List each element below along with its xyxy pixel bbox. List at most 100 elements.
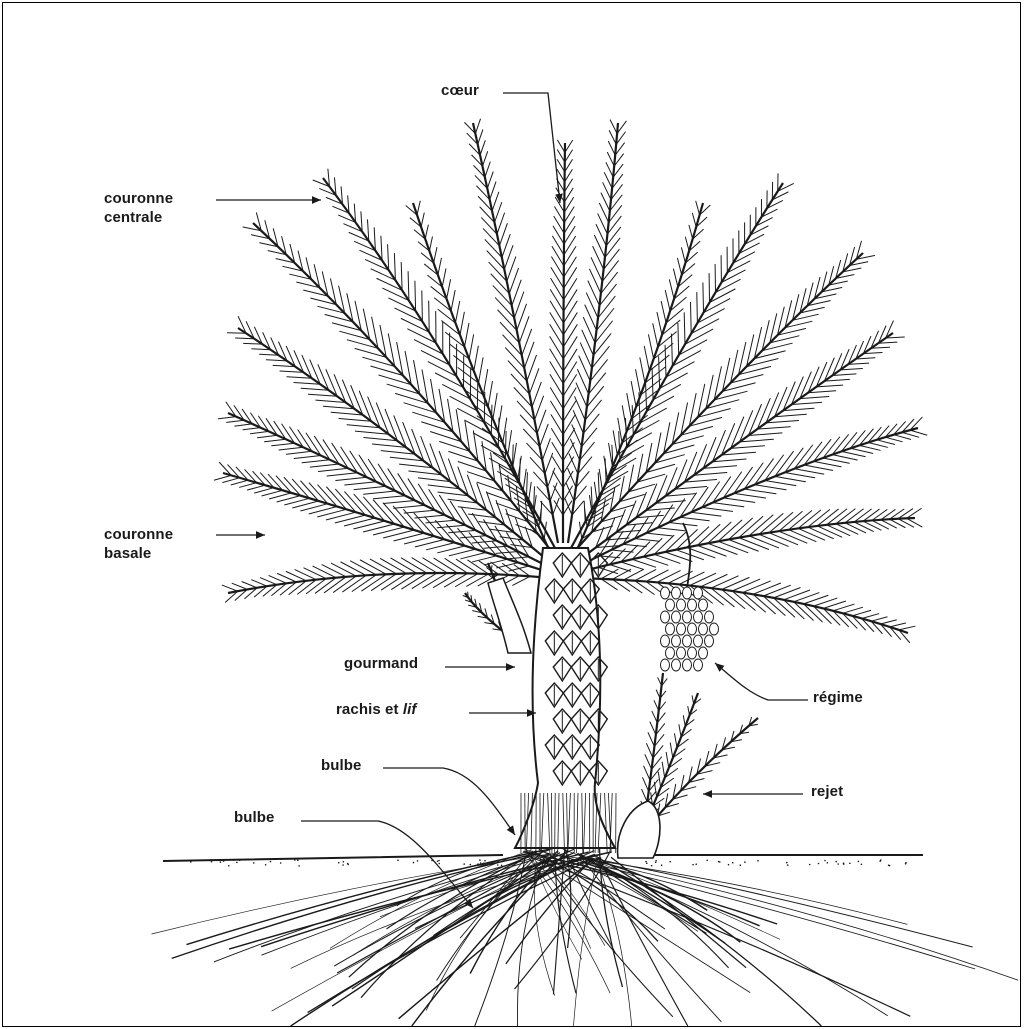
pinna bbox=[425, 225, 428, 239]
date-fruit bbox=[672, 587, 681, 599]
pinna bbox=[697, 545, 726, 556]
date-fruit bbox=[661, 635, 670, 647]
pinna bbox=[881, 620, 897, 624]
pinna bbox=[423, 558, 447, 573]
pinna bbox=[304, 568, 326, 579]
soil-speck bbox=[338, 862, 340, 864]
pinna bbox=[244, 343, 263, 344]
pinna bbox=[429, 301, 430, 332]
soil-speck bbox=[501, 865, 503, 867]
pinna bbox=[262, 490, 283, 496]
soil-speck bbox=[732, 862, 734, 864]
pinna bbox=[684, 313, 685, 345]
pinna bbox=[468, 592, 469, 598]
soil-speck bbox=[787, 864, 789, 866]
pinna bbox=[692, 213, 696, 227]
pinna bbox=[563, 362, 576, 384]
pinna bbox=[563, 471, 573, 487]
date-fruit bbox=[672, 635, 681, 647]
date-fruit bbox=[666, 599, 675, 611]
pinna bbox=[868, 443, 887, 448]
pinna bbox=[558, 140, 565, 152]
pinna bbox=[744, 489, 776, 494]
pinna bbox=[565, 498, 572, 515]
pinna bbox=[654, 782, 656, 797]
pinna bbox=[232, 583, 247, 589]
pinna bbox=[421, 213, 424, 227]
pinna bbox=[564, 268, 577, 289]
soil-speck bbox=[437, 861, 439, 863]
pinna bbox=[456, 574, 479, 587]
date-fruit bbox=[672, 659, 681, 671]
pinna bbox=[236, 338, 255, 339]
pinna bbox=[608, 141, 615, 155]
pinna bbox=[739, 538, 769, 550]
pinna bbox=[649, 335, 654, 359]
label-bulbe-lower: bulbe bbox=[234, 808, 275, 827]
pinna bbox=[657, 312, 662, 335]
soil-speck bbox=[228, 865, 230, 867]
pinna bbox=[703, 283, 704, 313]
soil-speck bbox=[438, 860, 440, 862]
soil-speck bbox=[236, 862, 238, 864]
soil-speck bbox=[835, 861, 837, 863]
pinna bbox=[580, 343, 591, 368]
leader-coeur bbox=[503, 93, 560, 203]
pinna bbox=[621, 562, 643, 569]
pinna bbox=[731, 446, 765, 449]
date-fruit bbox=[666, 623, 675, 635]
soil-speck bbox=[417, 860, 419, 862]
pinna bbox=[689, 225, 693, 239]
pinna bbox=[485, 162, 490, 177]
pinna bbox=[302, 460, 330, 463]
label-couronne-basale: couronnebasale bbox=[104, 525, 173, 563]
pinna bbox=[779, 531, 807, 543]
pinna bbox=[564, 290, 577, 312]
pinna bbox=[859, 445, 880, 450]
pinna bbox=[438, 258, 442, 275]
date-fruit bbox=[672, 611, 681, 623]
root bbox=[574, 859, 598, 1026]
soil-speck bbox=[270, 861, 272, 863]
pinna bbox=[899, 626, 915, 630]
pinna bbox=[645, 755, 652, 770]
pinna bbox=[394, 505, 425, 508]
pinna bbox=[740, 439, 774, 442]
pinna bbox=[563, 388, 576, 409]
pinna bbox=[426, 543, 454, 550]
frond-rachis bbox=[563, 143, 565, 543]
date-fruit bbox=[661, 659, 670, 671]
pinna bbox=[606, 163, 613, 178]
pinna bbox=[696, 201, 700, 215]
label-rejet: rejet bbox=[811, 782, 843, 801]
date-fruit bbox=[699, 599, 708, 611]
pinna bbox=[552, 257, 564, 277]
pinna bbox=[845, 523, 866, 533]
soil-speck bbox=[651, 865, 653, 867]
root bbox=[291, 853, 609, 969]
date-fruit bbox=[694, 611, 703, 623]
root bbox=[291, 857, 583, 1026]
date-fruit bbox=[694, 587, 703, 599]
soil-speck bbox=[692, 864, 694, 866]
soil-speck bbox=[858, 861, 860, 863]
pinna bbox=[877, 440, 895, 445]
pinna bbox=[749, 536, 779, 548]
pinna bbox=[550, 375, 563, 396]
pinna bbox=[852, 610, 871, 615]
pinna bbox=[672, 334, 673, 366]
pinna bbox=[563, 349, 577, 371]
frond-rachis bbox=[473, 123, 558, 543]
pinna bbox=[235, 424, 252, 426]
soil-speck bbox=[809, 864, 811, 866]
soil-speck bbox=[463, 863, 465, 865]
soil-speck bbox=[786, 862, 788, 864]
pinna bbox=[497, 213, 505, 234]
pinna bbox=[743, 581, 771, 593]
leader-bulbe-upper bbox=[383, 768, 515, 835]
pinna bbox=[370, 559, 396, 574]
pinna bbox=[823, 601, 845, 608]
date-fruit bbox=[677, 623, 686, 635]
pinna bbox=[784, 590, 810, 600]
